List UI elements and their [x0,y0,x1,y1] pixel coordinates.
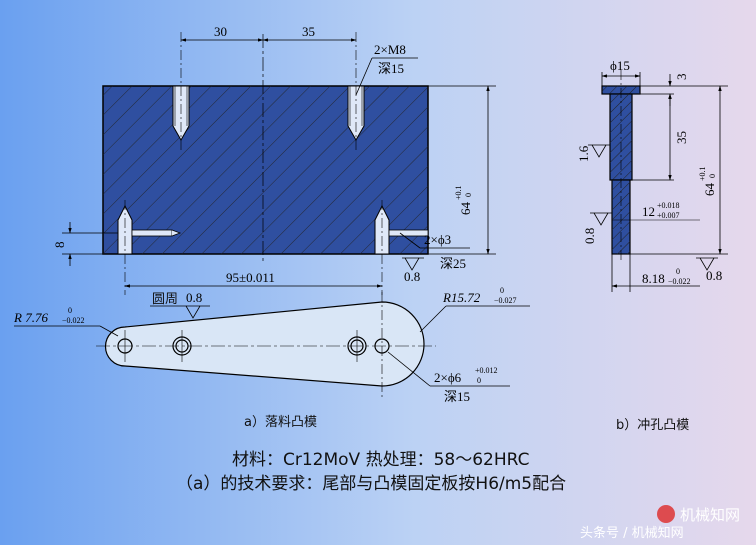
rough-bottom: 0.8 [706,268,722,283]
r-right: R15.72 [442,290,481,305]
dim-35-b: 35 [674,131,689,144]
svg-text:0: 0 [477,376,481,385]
circumference-label: 圆周 [152,292,178,307]
dim-phi15: ϕ15 [610,58,630,73]
hole-phi3: 2×ϕ3 [424,232,451,247]
dim-8: 8 [52,242,67,249]
dim-818: 8.18 [642,271,665,286]
part-a-dimensions [62,38,496,288]
tech-requirement: （a）的技术要求：尾部与凸模固定板按H6/m5配合 [176,474,566,494]
pin-hole-left [117,204,182,255]
svg-text:0: 0 [68,306,72,315]
dim-95: 95±0.011 [226,270,275,285]
part-b-dimensions [588,72,728,292]
rough-08-a: 0.8 [404,269,420,284]
part-a-dim-text: 30 35 2×M8 深15 64 +0.1 0 8 2×ϕ3 深25 0.8 … [52,24,473,285]
logo-icon [657,505,675,523]
r-left: R 7.76 [13,310,48,325]
dim-35: 35 [302,24,315,39]
dim-30: 30 [214,24,227,39]
svg-text:+0.012: +0.012 [475,366,498,375]
watermark-brand: 机械知网 [680,506,740,524]
material-note: 材料：Cr12MoV 热处理：58～62HRC [232,450,529,470]
svg-text:−0.022: −0.022 [62,316,85,325]
rough-08-b: 0.8 [582,228,597,244]
watermark: 机械知网 头条号 / 机械知网 [580,505,740,541]
svg-text:+0.1: +0.1 [698,166,707,181]
svg-text:−0.027: −0.027 [494,296,517,305]
svg-text:0: 0 [464,193,473,197]
rough-16: 1.6 [576,145,591,162]
dim-64-b: 64 +0.1 0 [698,166,717,196]
svg-text:−0.022: −0.022 [668,277,691,286]
dim-3: 3 [674,74,689,81]
dim-64-a: 64 +0.1 0 [454,185,473,215]
caption-a: a）落料凸模 [244,415,317,430]
svg-text:0: 0 [500,286,504,295]
pin-spec: 2×ϕ6 [434,370,462,385]
svg-text:64: 64 [458,202,473,216]
part-a-plan-view [14,292,530,400]
svg-text:+0.007: +0.007 [657,211,680,220]
part-b-punch [601,70,641,262]
svg-text:0: 0 [708,174,717,178]
thread-depth: 深15 [378,61,404,76]
caption-b: b）冲孔凸模 [616,418,689,433]
watermark-source: 头条号 / 机械知网 [580,525,684,541]
part-a-front-view [102,32,429,295]
hole-depth: 深25 [440,256,466,271]
pin-hole-right [374,204,429,255]
dim-12: 12 [642,204,655,219]
svg-text:+0.1: +0.1 [454,185,463,200]
plan-outline [104,301,425,387]
part-b-text: ϕ15 3 35 1.6 0.8 12 +0.018 +0.007 64 +0.… [576,58,722,286]
svg-text:+0.018: +0.018 [657,201,680,210]
part-a-plan-text: R 7.76 0 −0.022 圆周 0.8 R15.72 0 −0.027 2… [13,286,517,404]
circ-rough: 0.8 [186,290,202,305]
thread-spec: 2×M8 [374,42,406,57]
svg-text:64: 64 [702,183,717,197]
pin-depth: 深15 [444,389,470,404]
svg-text:0: 0 [676,267,680,276]
